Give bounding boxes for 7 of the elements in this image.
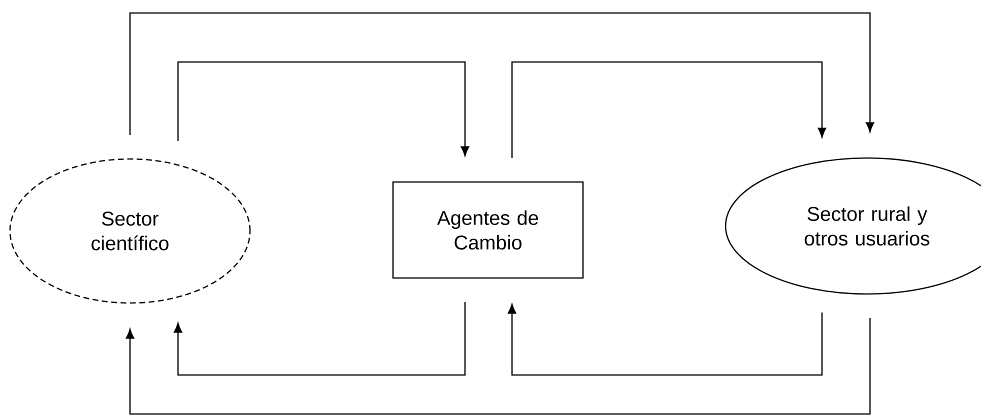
arrow <box>177 61 470 156</box>
arrow <box>129 12 874 135</box>
arrow <box>508 304 823 376</box>
arrow <box>174 302 466 376</box>
arrow <box>511 61 826 158</box>
process-box: Agentes de Cambio <box>392 181 584 279</box>
arrow <box>126 318 871 415</box>
